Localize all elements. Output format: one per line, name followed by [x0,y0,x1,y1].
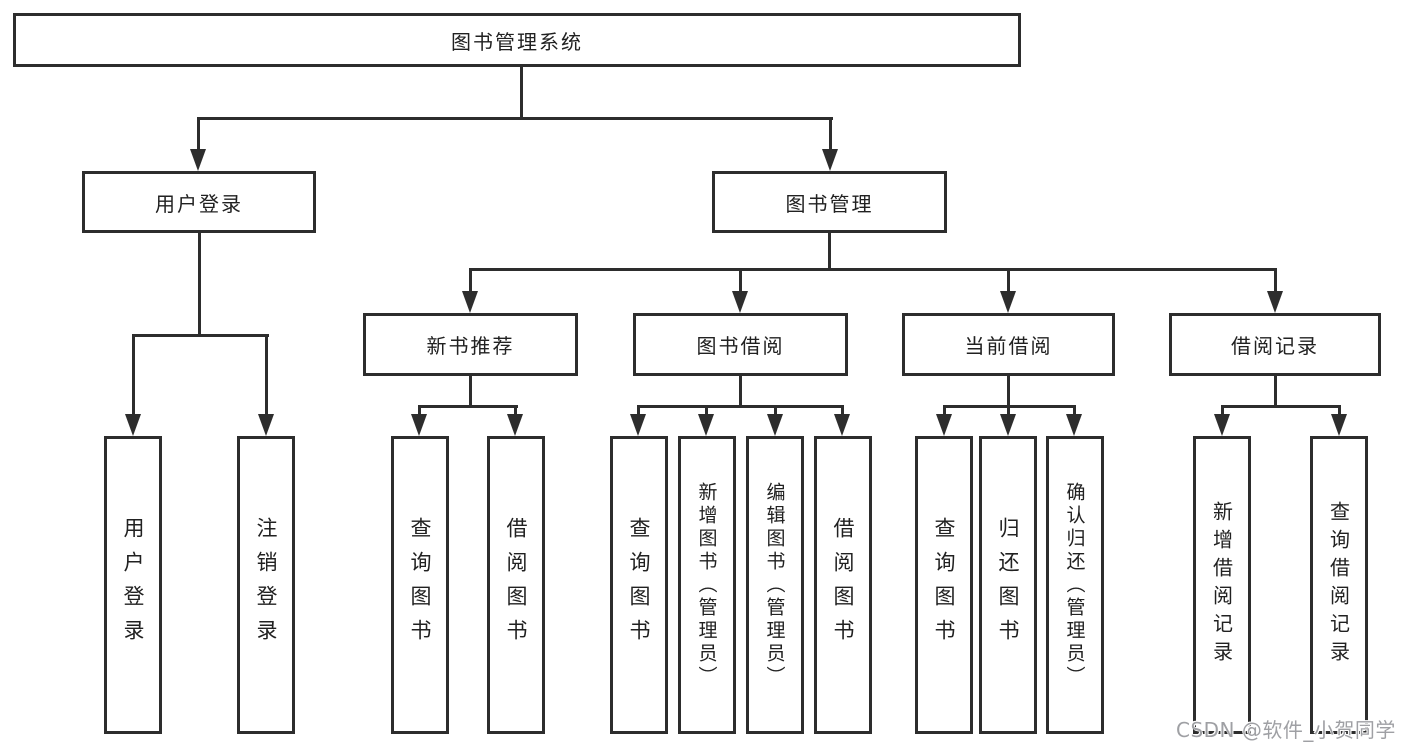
arrowhead-down [258,414,274,436]
leaf-nbr-query-books: 查询图书 [391,436,449,734]
leaf-label: 借阅图书 [504,517,528,653]
connector-line [520,66,523,119]
connector-line [1221,405,1341,408]
connector-line [1007,405,1010,417]
arrowhead-down [630,414,646,436]
connector-line [1007,268,1010,296]
leaf-label: 借阅图书 [831,517,855,653]
connector-line [774,405,777,417]
leaf-label: 归还图书 [996,517,1020,653]
connector-line [829,117,832,153]
leaf-label: 查询图书 [932,517,956,653]
leaf-cb-return-books: 归还图书 [979,436,1037,734]
connector-line [469,268,1277,271]
connector-line [418,405,421,417]
connector-line [637,405,640,417]
arrowhead-down [411,414,427,436]
leaf-br-query-record: 查询借阅记录 [1310,436,1368,734]
arrowhead-down [732,291,748,313]
connector-line [1274,268,1277,296]
node-label: 图书借阅 [696,334,785,358]
arrowhead-down [507,414,523,436]
connector-line [1007,376,1010,408]
connector-line [739,268,742,296]
leaf-user-login: 用户登录 [104,436,162,734]
leaf-label: 注销登录 [254,517,278,653]
leaf-cb-query-books: 查询图书 [915,436,973,734]
arrowhead-down [1000,414,1016,436]
connector-line [1221,405,1224,417]
leaf-label: 新增借阅记录 [1209,501,1234,669]
arrowhead-down [822,149,838,171]
connector-line [132,334,269,337]
node-label: 图书管理 [785,191,874,216]
connector-line [739,376,742,408]
node-book-borrowing: 图书借阅 [633,313,848,376]
connector-line [418,405,518,408]
leaf-label: 用户登录 [121,517,145,653]
arrowhead-down [125,414,141,436]
arrowhead-down [190,149,206,171]
arrowhead-down [1267,291,1283,313]
node-new-book-recommend: 新书推荐 [363,313,578,376]
node-label: 借阅记录 [1231,334,1319,358]
connector-line [1274,376,1277,408]
arrowhead-down [767,414,783,436]
arrowhead-down [462,291,478,313]
node-book-management: 图书管理 [712,171,947,233]
connector-line [1073,405,1076,417]
arrowhead-down [1066,414,1082,436]
connector-line [1338,405,1341,417]
connector-line [514,405,517,417]
leaf-bb-query-books: 查询图书 [610,436,668,734]
connector-line [132,334,135,418]
connector-line [637,405,844,408]
arrowhead-down [1331,414,1347,436]
leaf-label: 编辑图书（管理员） [763,481,786,689]
connector-line [469,376,472,408]
node-user-login: 用户登录 [82,171,316,233]
node-label: 当前借阅 [964,334,1053,358]
arrowhead-down [698,414,714,436]
connector-line [265,334,268,418]
arrowhead-down [1214,414,1230,436]
arrowhead-down [834,414,850,436]
connector-line [197,117,200,153]
connector-line [198,233,201,337]
leaf-label: 查询图书 [408,517,432,653]
csdn-watermark: CSDN @软件_小贺同学 [1176,718,1396,742]
leaf-label: 查询图书 [627,517,651,653]
node-label: 用户登录 [155,191,243,216]
leaf-br-add-record: 新增借阅记录 [1193,436,1251,734]
node-library-management-system: 图书管理系统 [13,13,1021,67]
node-current-borrowing: 当前借阅 [902,313,1115,376]
connector-line [705,405,708,417]
node-label: 图书管理系统 [451,29,583,54]
connector-line [469,268,472,296]
leaf-bb-borrow-books: 借阅图书 [814,436,872,734]
leaf-logout: 注销登录 [237,436,295,734]
arrowhead-down [1000,291,1016,313]
leaf-label: 确认归还（管理员） [1063,481,1086,689]
connector-line [828,233,831,271]
node-label: 新书推荐 [426,334,515,358]
connector-line [943,405,946,417]
arrowhead-down [936,414,952,436]
leaf-label: 查询借阅记录 [1326,501,1351,669]
leaf-label: 新增图书（管理员） [695,481,718,689]
leaf-cb-confirm-return-admin: 确认归还（管理员） [1046,436,1104,734]
connector-line [197,117,833,120]
leaf-bb-add-books-admin: 新增图书（管理员） [678,436,736,734]
connector-line [841,405,844,417]
leaf-bb-edit-books-admin: 编辑图书（管理员） [746,436,804,734]
leaf-nbr-borrow-books: 借阅图书 [487,436,545,734]
node-borrowing-records: 借阅记录 [1169,313,1381,376]
